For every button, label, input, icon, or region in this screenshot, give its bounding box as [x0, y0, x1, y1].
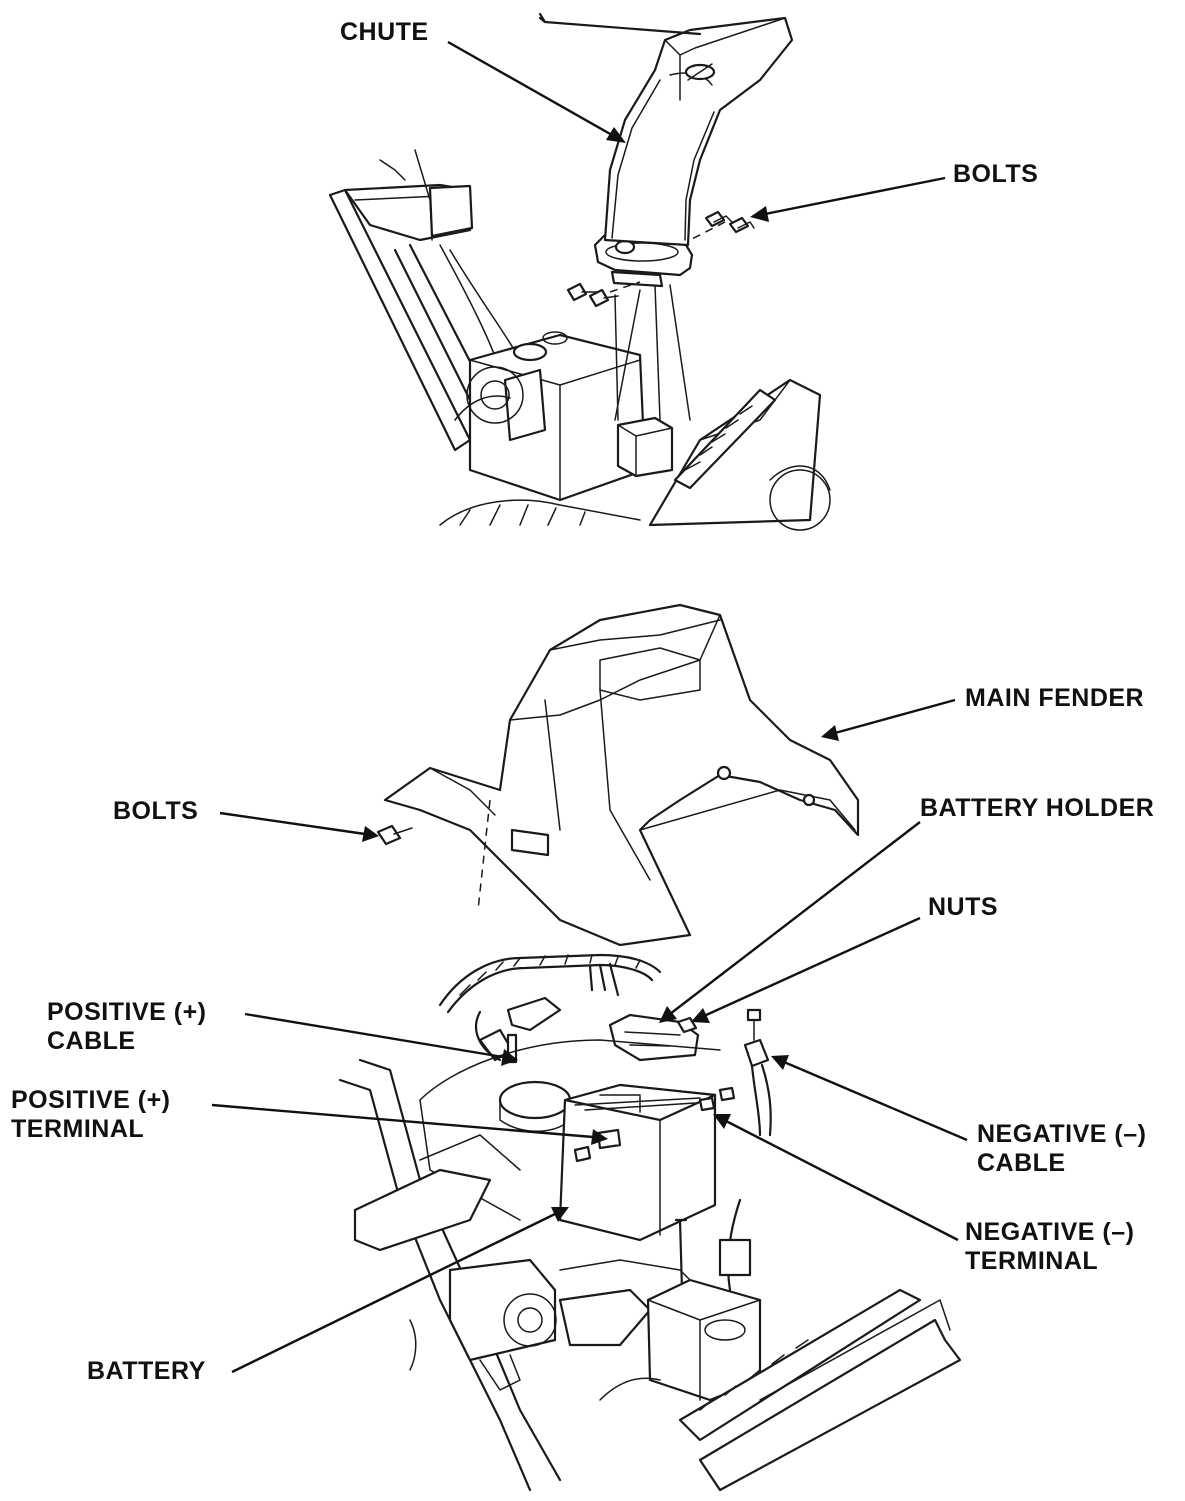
positive-cable-label-line1: POSITIVE (+)	[47, 998, 207, 1026]
positive-terminal-label-line2: TERMINAL	[11, 1115, 145, 1143]
bolts-left-drawing	[566, 221, 726, 308]
negative-cable-label-line1: NEGATIVE (–)	[977, 1120, 1147, 1148]
positive-terminal-label-line1: POSITIVE (+)	[11, 1086, 171, 1114]
battery-holder-drawing	[608, 1013, 700, 1062]
bolt-fender-drawing	[376, 824, 413, 846]
leader-lines	[211, 40, 968, 1374]
battery-holder-label: BATTERY HOLDER	[920, 794, 1155, 822]
negative-cable-label-line2: CABLE	[977, 1149, 1066, 1177]
positive-cable-label: POSITIVE (+) CABLE	[47, 998, 207, 1056]
bolts-top-label: BOLTS	[953, 160, 1039, 188]
nuts-drawing	[676, 1008, 762, 1041]
battery-label: BATTERY	[87, 1357, 206, 1385]
fender-battery-drawing	[338, 603, 962, 1492]
battery-drawing	[558, 1083, 736, 1242]
snowblower-top-drawing	[328, 12, 831, 531]
nuts-label: NUTS	[928, 893, 999, 921]
bolts-right-drawing	[704, 210, 755, 234]
negative-cable-label: NEGATIVE (–) CABLE	[977, 1120, 1146, 1178]
main-fender-label: MAIN FENDER	[965, 684, 1145, 712]
positive-cable-label-line2: CABLE	[47, 1027, 136, 1055]
positive-terminal-label: POSITIVE (+) TERMINAL	[11, 1086, 171, 1144]
bolts-fender-label: BOLTS	[113, 797, 199, 825]
negative-terminal-label-line1: NEGATIVE (–)	[965, 1218, 1135, 1246]
negative-terminal-label-line2: TERMINAL	[965, 1247, 1099, 1275]
chute-label: CHUTE	[340, 18, 429, 46]
negative-terminal-label: NEGATIVE (–) TERMINAL	[965, 1218, 1134, 1276]
